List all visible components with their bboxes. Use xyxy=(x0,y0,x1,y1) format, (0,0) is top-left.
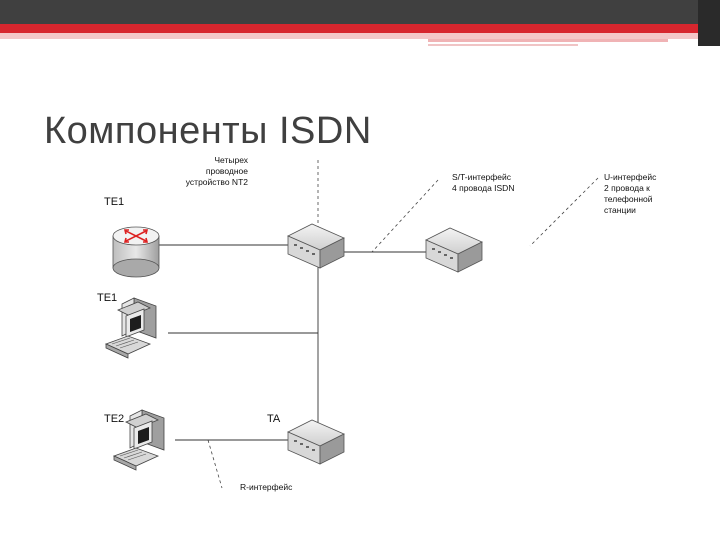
nt2-device-icon xyxy=(287,223,345,269)
corner-block xyxy=(698,0,720,46)
computer-te1-icon xyxy=(104,297,157,359)
top-dark-band xyxy=(0,0,720,24)
note-st-line: S/T-интерфейс xyxy=(452,172,511,182)
callout-r xyxy=(207,439,223,489)
connection-lines xyxy=(158,244,430,441)
top-red-band xyxy=(0,24,720,33)
note-u-line: станции xyxy=(604,205,636,215)
note-r: R-интерфейс xyxy=(240,482,293,492)
note-st-line: 4 провода ISDN xyxy=(452,183,515,193)
note-u-line: U-интерфейс xyxy=(604,172,657,182)
computer-te2-icon xyxy=(112,409,165,471)
note-u: U-интерфейс 2 провода к телефонной станц… xyxy=(604,172,656,216)
callout-lines xyxy=(207,160,599,489)
label-te1-router: TE1 xyxy=(104,196,125,208)
label-te2: TE2 xyxy=(104,413,125,425)
note-nt2-line: проводное xyxy=(205,166,248,176)
note-nt2-line: устройство NT2 xyxy=(185,177,248,187)
ta-device-icon xyxy=(287,419,345,465)
top-accent-line xyxy=(428,39,668,42)
top-accent-line-2 xyxy=(428,44,578,46)
router-icon xyxy=(112,226,160,278)
label-ta: TA xyxy=(267,413,281,425)
note-nt2: Четырех проводное устройство NT2 xyxy=(182,155,248,188)
note-nt2-line: Четырех xyxy=(214,155,248,165)
top-pink-band xyxy=(0,33,720,39)
slide-title: Компоненты ISDN xyxy=(44,110,372,152)
nt1-device-icon xyxy=(425,227,483,273)
note-u-line: 2 провода к xyxy=(604,183,650,193)
callout-st xyxy=(371,179,439,253)
note-u-line: телефонной xyxy=(604,194,653,204)
callout-u xyxy=(529,177,599,247)
note-st: S/T-интерфейс 4 провода ISDN xyxy=(452,172,514,194)
label-te1-pc: TE1 xyxy=(97,292,118,304)
